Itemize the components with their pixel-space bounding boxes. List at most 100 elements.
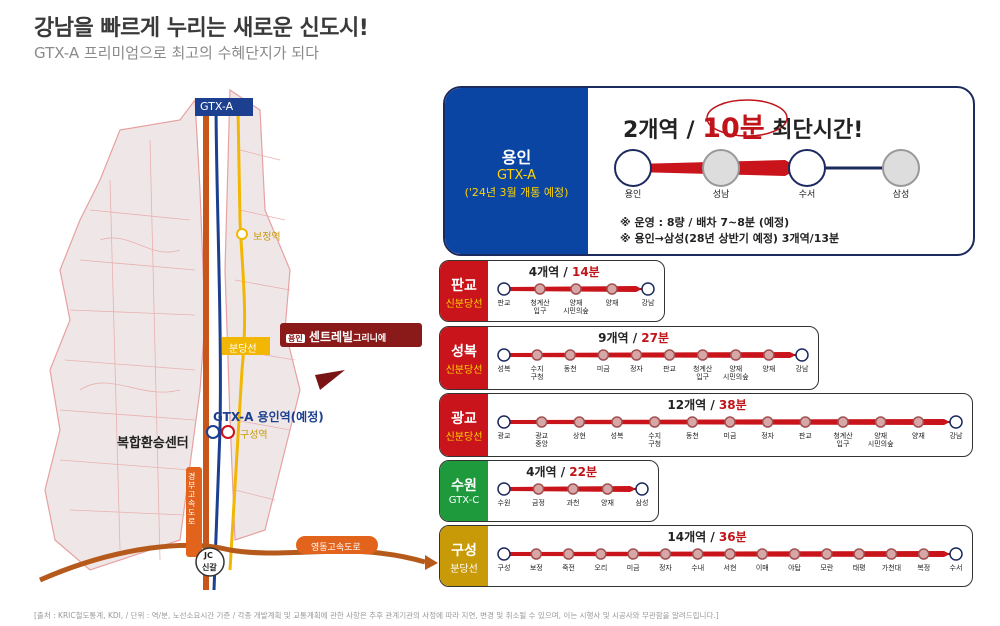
station-label: 과천 — [566, 499, 580, 507]
station-marker — [853, 548, 865, 560]
station-label: 판교 — [497, 299, 511, 307]
station-marker — [686, 416, 699, 428]
route-headline: 14개역 / 36분 — [667, 528, 746, 545]
station-marker — [821, 548, 833, 560]
source-footnote: [출처 : KRIC철도통계, KDI, / 단위 : 역/분, 노선소요시간 … — [34, 611, 719, 620]
origin-name: 판교 — [451, 278, 477, 294]
station-marker — [564, 349, 576, 361]
yeongdong-expressway-label: 영동고속도로 — [311, 543, 361, 553]
station-label: 수서 — [949, 564, 963, 572]
station-label: 강남 — [949, 432, 963, 440]
headline-pre: 14개역 / — [667, 530, 719, 544]
station-label: 광교 — [497, 432, 511, 440]
route-line-graphic — [497, 348, 809, 362]
line-name: 신분당선 — [445, 299, 483, 310]
station-label: 미금 — [596, 365, 610, 373]
station-marker — [595, 548, 607, 560]
station-label: 청계산 입구 — [833, 432, 853, 448]
station-label: 양재 — [911, 432, 925, 440]
station-label: 정자 — [761, 432, 775, 440]
station-label: 동천 — [685, 432, 699, 440]
station-marker — [696, 349, 709, 361]
station-label: 수지 구청 — [530, 365, 544, 381]
station-marker — [788, 548, 801, 560]
station-label: 복정 — [917, 564, 931, 572]
station-label: 강남 — [641, 299, 655, 307]
station-marker — [497, 415, 511, 429]
transfer-center-label: 복합환승센터 — [117, 436, 189, 451]
station-marker — [763, 349, 775, 361]
station-label: 양재 — [601, 499, 614, 507]
headline-pre: 4개역 / — [528, 265, 572, 279]
station-label: 판교 — [798, 432, 812, 440]
station-marker — [885, 548, 898, 560]
gtx-yongin-station-label: GTX-A 용인역(예정) — [213, 410, 324, 424]
headline-time: 22분 — [569, 465, 598, 479]
station-marker — [627, 548, 639, 560]
gyeongbu-expressway-label: 경부고속도로 — [188, 472, 196, 526]
big-station: 수서 — [798, 190, 816, 200]
headline-pre: 9개역 / — [598, 331, 642, 345]
station-marker — [874, 416, 887, 428]
station-label: 청계산 입구 — [692, 365, 713, 381]
open-date: ('24년 3월 개통 예정) — [464, 186, 569, 199]
origin-name: 구성 — [451, 543, 477, 559]
gtx-map-label: GTX-A — [200, 100, 234, 113]
station-label: 광교 중앙 — [535, 432, 549, 448]
line-name: 신분당선 — [445, 365, 483, 376]
station-label: 태평 — [852, 564, 866, 572]
origin-name: 성복 — [451, 344, 477, 360]
big-station: 성남 — [712, 190, 730, 200]
brand-callout: 용인 센트레빌그리니에 — [286, 328, 386, 345]
headline-pre: 12개역 / — [667, 398, 719, 412]
origin-name: 광교 — [451, 411, 477, 427]
brand-name: 센트레빌 — [308, 330, 354, 344]
line-name: 신분당선 — [445, 432, 483, 443]
station-marker — [535, 416, 548, 428]
station-marker — [611, 416, 623, 428]
jc-name: 신갈 — [202, 563, 217, 572]
station-label: 성복 — [610, 432, 624, 440]
station-label: 양재 시민의숲 — [722, 365, 749, 381]
station-marker — [601, 483, 614, 495]
station-marker — [724, 548, 736, 560]
jc-label: JC — [204, 551, 213, 560]
station-marker — [837, 416, 849, 428]
station-marker — [531, 349, 543, 361]
station-label: 구성 — [497, 564, 511, 572]
station-label: 정자 — [658, 564, 672, 572]
station-marker — [497, 482, 511, 496]
station-marker — [532, 483, 545, 495]
station-label: 삼성 — [635, 499, 649, 507]
station-label: 오리 — [594, 564, 608, 572]
operation-note: ※ 운영 : 8량 / 배차 7~8분 (예정) — [620, 216, 790, 229]
big-station: 용인 — [624, 190, 642, 200]
station-marker — [562, 548, 575, 560]
station-label: 미금 — [723, 432, 737, 440]
headline-time: 38분 — [718, 398, 747, 412]
station-marker — [597, 349, 610, 361]
station-marker — [795, 348, 809, 362]
station-label: 동천 — [563, 365, 577, 373]
station-marker — [724, 416, 736, 428]
gtx-a-card: 용인 GTX-A ('24년 3월 개통 예정) 2개역 / 10분 최단시간!… — [443, 86, 975, 256]
route-headline: 9개역 / 27분 — [598, 329, 669, 346]
station-marker — [630, 349, 643, 361]
station-marker — [912, 416, 925, 428]
station-label: 성복 — [497, 365, 511, 373]
station-label: 청계산 입구 — [530, 299, 550, 315]
line-name: GTX-A — [496, 168, 537, 183]
origin-name: 수원 — [451, 478, 477, 494]
station-marker — [497, 348, 511, 362]
station-label: 모란 — [820, 564, 834, 572]
station-marker — [799, 416, 812, 428]
station-label: 금정 — [532, 499, 545, 507]
station-marker — [606, 283, 618, 295]
